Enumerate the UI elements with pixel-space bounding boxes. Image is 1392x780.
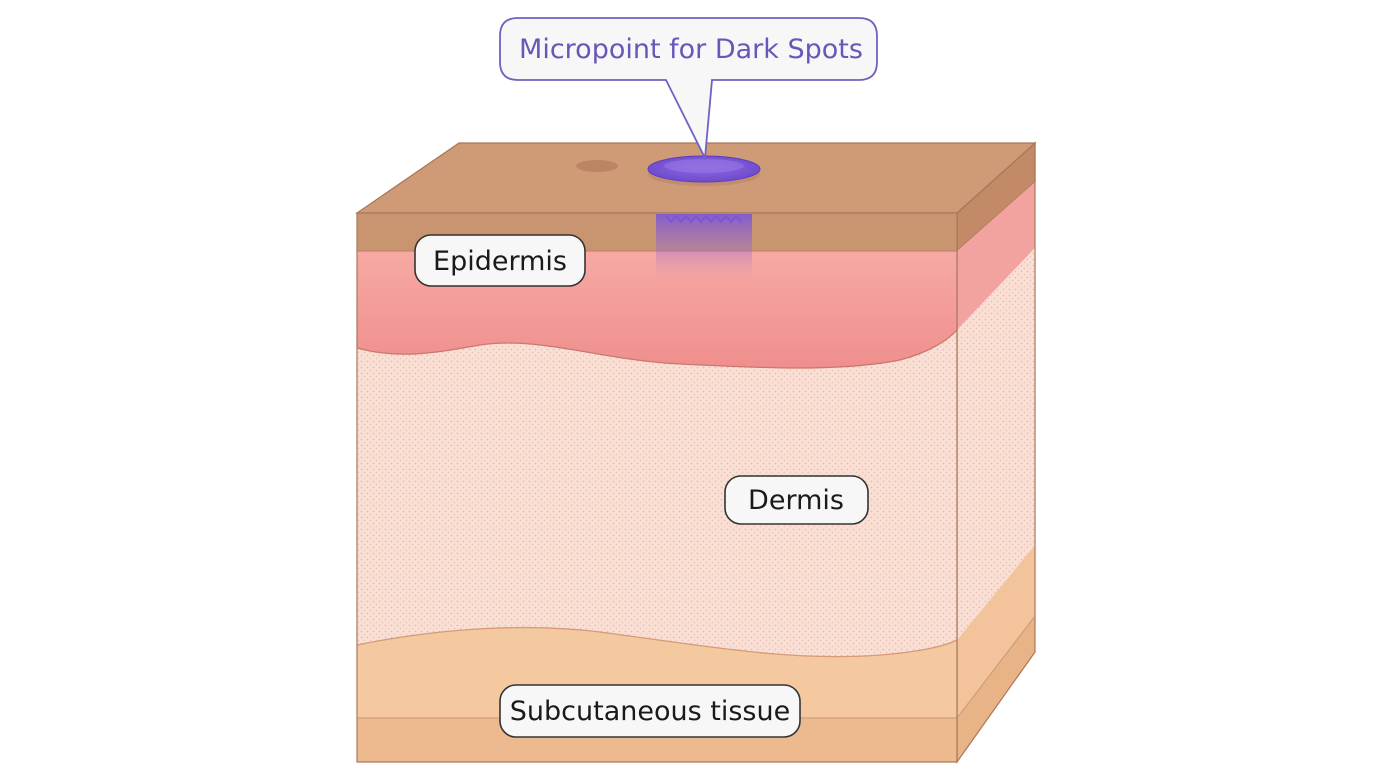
- label-subcutaneous: Subcutaneous tissue: [499, 684, 801, 738]
- side-subcutaneous: [957, 545, 1035, 718]
- side-dermis: [957, 248, 1035, 640]
- dark-spot-icon: [576, 160, 618, 172]
- block-side-face: [956, 141, 1036, 764]
- side-epidermis-pink: [957, 182, 1035, 330]
- label-epidermis: Epidermis: [414, 234, 586, 287]
- label-dermis: Dermis: [724, 475, 869, 525]
- callout-text: Micropoint for Dark Spots: [519, 34, 863, 65]
- dermis-layer: [357, 330, 957, 657]
- side-subcutaneous-base: [957, 616, 1035, 762]
- callout-bubble: Micropoint for Dark Spots: [499, 17, 878, 162]
- micropoint-penetration: [656, 214, 752, 286]
- label-epidermis-text: Epidermis: [433, 246, 567, 277]
- micropoint-patch-icon: [647, 155, 761, 186]
- label-subcutaneous-text: Subcutaneous tissue: [510, 696, 790, 727]
- label-dermis-text: Dermis: [748, 485, 844, 516]
